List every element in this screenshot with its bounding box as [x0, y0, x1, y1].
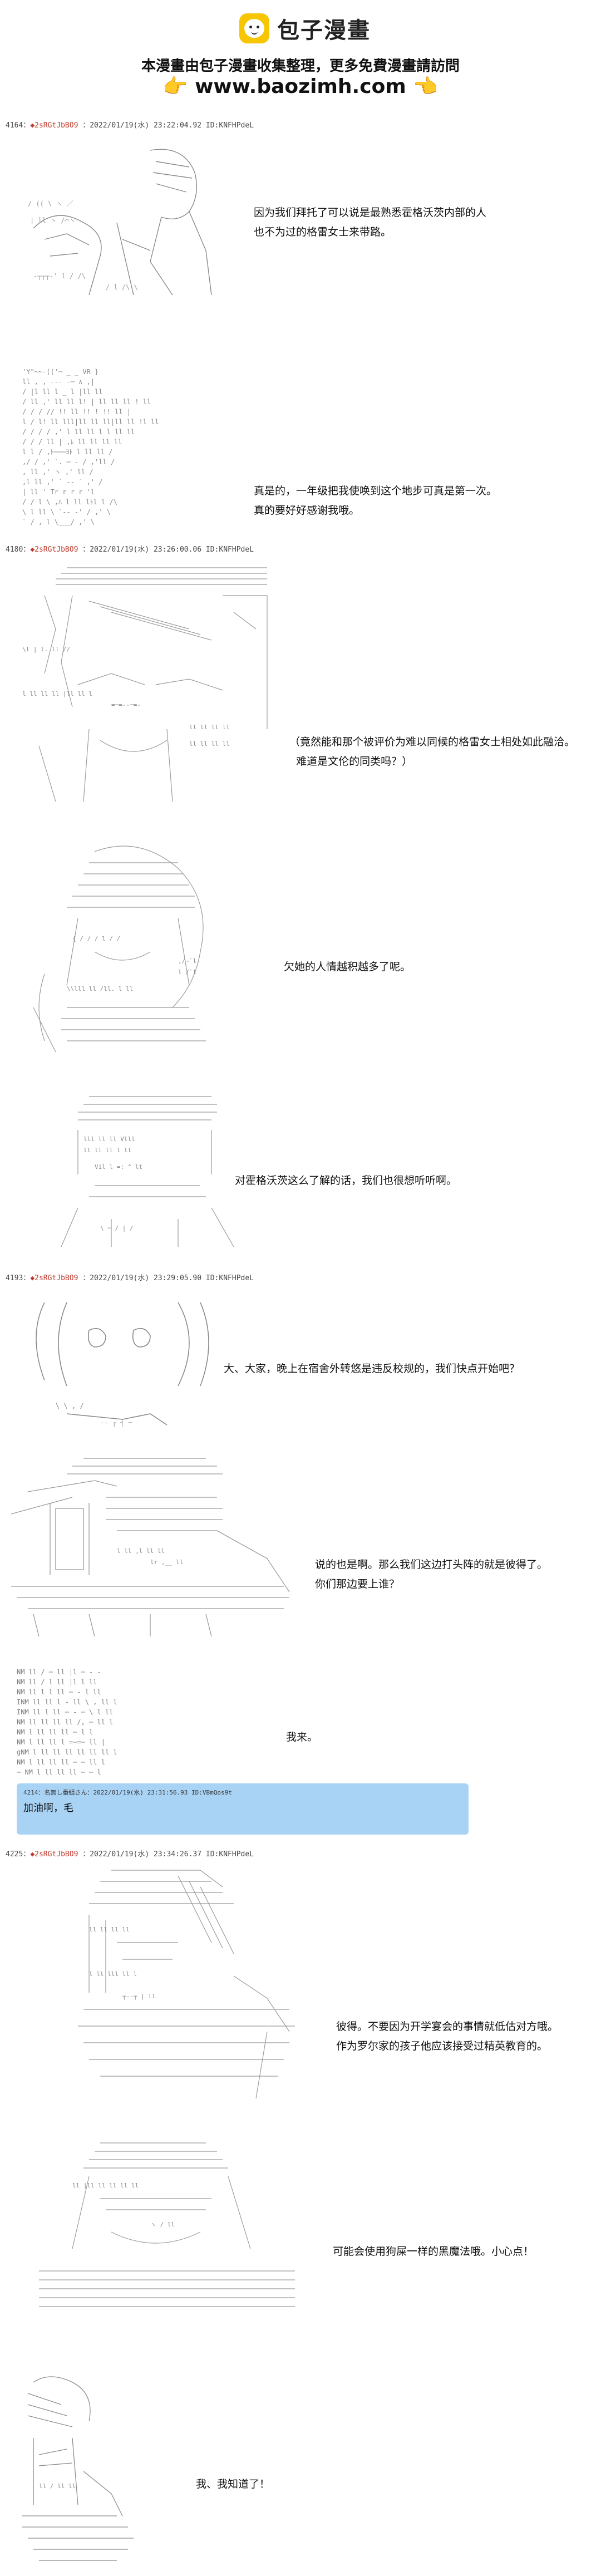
svg-text:| ll ' Tr r r r 'l: | ll ' Tr r r r 'l	[22, 488, 95, 496]
svg-text:ll , , ‐‐‐ ‐─ ∧ ,|: ll , , ‐‐‐ ‐─ ∧ ,|	[22, 378, 95, 386]
svg-text:lll ll ll Vlll: lll ll ll Vlll	[83, 1135, 135, 1143]
svg-text:NM ll / ─ ll |l ─: NM ll / ─ ll |l ─ ‐ ‐	[17, 1668, 101, 1676]
character-ascii-art: NM ll / ─ ll |l ─ ‐ ‐ NM ll / l ll |l l …	[17, 1668, 117, 1776]
svg-text:ll |ll ll ll ll ll: ll |ll ll ll ll ll	[72, 2182, 139, 2189]
svg-text:| ll ヽ /⌒ヽ: | ll ヽ /⌒ヽ	[30, 217, 76, 224]
dialog-text: 说的也是啊。那么我们这边打头阵的就是彼得了。 你们那边要上谁？	[315, 1559, 548, 1591]
svg-text:NM l ll ll ll ─ l l: NM l ll ll ll ─ l l	[17, 1728, 93, 1736]
site-name: 包子漫畫	[277, 18, 371, 43]
svg-text:ll ll ll l ll: ll ll ll l ll	[83, 1147, 131, 1154]
svg-text:/ / l \ ,ﾊ l ll lﾄl l /\: / / l \ ,ﾊ l ll lﾄl l /\	[22, 498, 117, 506]
svg-text:, ll ,' ヽ ,' ll /: , ll ,' ヽ ,' ll /	[22, 468, 93, 476]
svg-text:Vil l =: ^ lt: Vil l =: ^ lt	[95, 1163, 142, 1171]
comment-body: 加油啊，毛	[23, 1802, 73, 1814]
svg-text:\ ─ / | /: \ ─ / | /	[100, 1225, 134, 1232]
svg-text:ヽ / ll: ヽ / ll	[150, 2221, 175, 2228]
svg-text:ll ll ll ll: ll ll ll ll	[189, 724, 230, 731]
svg-text:─ NM l ll ll ll ─ ─ l: ─ NM l ll ll ll ─ ─ l	[17, 1768, 101, 1776]
character-ascii-art: l ll ,l ll ll lr ,__ ll	[11, 1458, 290, 1636]
svg-text:` / , l \___/ ,' \: ` / , l \___/ ,' \	[22, 518, 95, 526]
svg-text:/ |l ll l _ l |ll: / |l ll l _ l |ll ll	[22, 388, 103, 396]
svg-text:/ / / ll | ,ﾚ ll ll ll: / / / ll | ,ﾚ ll ll ll ll	[22, 438, 122, 446]
svg-text:/ l /\ \: / l /\ \	[106, 283, 138, 291]
post-header: 4180：◆2sRGtJbBO9 ：2022/01/19(水) 23:26:00…	[6, 545, 254, 554]
svg-text:/ ll ,' ll ll l! | ll ll ll: / ll ,' ll ll l! | ll ll ll ! ll	[22, 398, 151, 406]
svg-text:\ l ll \ `‐- ‐' / ,' \: \ l ll \ `‐- ‐' / ,' \	[22, 508, 111, 516]
svg-text:l ll ll ll |ll ll l: l ll ll ll |ll ll l	[22, 690, 92, 697]
site-url-row[interactable]: 👉 www.baozimh.com 👈	[0, 75, 601, 98]
svg-text:‐┬┬┬‐' l / /\: ‐┬┬┬‐' l / /\	[33, 272, 86, 280]
svg-text:ll / ll ll: ll / ll ll	[39, 2482, 76, 2490]
dialog-text: 大、大家，晚上在宿舍外转悠是违反校规的，我们快点开始吧？	[224, 1363, 520, 1375]
character-ascii-art: ll / ll ll	[22, 2376, 134, 2561]
dialog-text: 彼得。不要因为开学宴会的事情就低估对方哦。 作为罗尔家的孩子他应该接受过精英教育…	[336, 2021, 559, 2053]
svg-text:NM l ll ll ll ─ ─ ll l: NM l ll ll ll ─ ─ ll l	[17, 1758, 105, 1766]
post-header: 4225：◆2sRGtJbBO9 ：2022/01/19(水) 23:34:26…	[6, 1850, 254, 1859]
pointing-hand-icon: 👉	[162, 75, 188, 98]
svg-text:ll ll ll ll: ll ll ll ll	[189, 740, 230, 748]
svg-text:┬‐‐┬ | ll: ┬‐‐┬ | ll	[122, 1993, 156, 2000]
svg-text:NM ll ll ll ll /, ─ ll: NM ll ll ll ll /, ─ ll l	[17, 1718, 113, 1726]
svg-text:NM l ll ll l =─=─ ll |: NM l ll ll l =─=─ ll |	[17, 1738, 105, 1746]
site-logo[interactable]: 包子漫畫	[239, 12, 371, 45]
pointing-hand-left-icon: 👈	[413, 75, 439, 98]
character-ascii-art: \ \ , / ‐‐ ┌ ┤ ─	[36, 1302, 209, 1427]
svg-text:\ \ , /: \ \ , /	[56, 1402, 84, 1410]
character-ascii-art: { / / / l / / \\lll ll /ll. l ll ,/~`l l…	[33, 845, 206, 1053]
site-notice: 本漫畫由包子漫畫收集整理，更多免費漫畫請訪問	[141, 58, 460, 75]
svg-text:l /`l: l /`l	[178, 969, 196, 976]
svg-text:l ll lll ll l: l ll lll ll l	[89, 1970, 137, 1978]
svg-text:INM ll ll l ‐ ll \ ,: INM ll ll l ‐ ll \ , ll l	[17, 1698, 117, 1706]
reader-comment: 4214：名無し番組さん：2022/01/19(水) 23:31:56.93 I…	[17, 1783, 469, 1835]
character-ascii-art: 'Y"~~-(('─ _ _ VR } ll , , ‐‐‐ ‐─ ∧ ,| /…	[22, 368, 159, 526]
poster-name: ◆2sRGtJbBO9	[30, 1850, 78, 1859]
svg-text:,l ll ,' ` ‐‐ ´ ,' /: ,l ll ,' ` ‐‐ ´ ,' /	[22, 478, 103, 486]
svg-text:NM ll / l ll |l l: NM ll / l ll |l l ll	[17, 1678, 97, 1686]
svg-text:,/~`l: ,/~`l	[178, 957, 196, 965]
svg-text:INM ll l ll ─ ‐ ─ \ l: INM ll l ll ─ ‐ ─ \ l ll	[17, 1708, 113, 1716]
svg-text:l / l! ll lll|ll ll ll|ll ll: l / l! ll lll|ll ll ll|ll ll !l ll	[22, 418, 159, 426]
character-ascii-art: lll ll ll Vlll ll ll ll l ll Vil l =: ^ …	[61, 1096, 234, 1247]
site-header: 包子漫畫 本漫畫由包子漫畫收集整理，更多免費漫畫請訪問 👉 www.baozim…	[0, 0, 601, 106]
dialog-text: （竟然能和那个被评价为难以同候的格雷女士相处如此融洽。 难道是文伦的同类吗？）	[289, 736, 575, 768]
svg-text:/ (( \ ヽ ／: / (( \ ヽ ／	[28, 200, 73, 208]
svg-text:lr ,__ ll: lr ,__ ll	[150, 1559, 184, 1566]
dialog-text: 欠她的人情越积越多了呢。	[284, 961, 411, 973]
bun-logo-icon	[239, 13, 269, 43]
post-header: 4193：◆2sRGtJbBO9 ：2022/01/19(水) 23:29:05…	[6, 1274, 254, 1282]
poster-name: ◆2sRGtJbBO9	[30, 545, 78, 554]
character-ascii-art: / (( \ ヽ ／ | ll ヽ /⌒ヽ ‐┬┬┬‐' l / /\ / l …	[28, 149, 212, 296]
svg-text:{ / / / l / /: { / / / l / /	[72, 935, 120, 942]
svg-text:=─=‐‐─=‐: =─=‐‐─=‐	[111, 701, 141, 709]
site-url[interactable]: www.baozimh.com	[195, 75, 406, 98]
dialog-text: 因为我们拜托了可以说是最熟悉霍格沃茨内部的人 也不为过的格雷女士来带路。	[254, 207, 487, 239]
svg-text:'Y"~~-(('─ _ _ VR }: 'Y"~~-(('─ _ _ VR }	[22, 368, 98, 376]
dialog-text: 真是的，一年级把我使唤到这个地步可真是第一次。 真的要好好感谢我哦。	[254, 485, 497, 517]
dialog-text: 对霍格沃茨这么了解的话，我们也很想听听啊。	[235, 1174, 457, 1187]
svg-text:l l / ,ﾄ───ﾖﾄ l ll ll: l l / ,ﾄ───ﾖﾄ l ll ll /	[22, 448, 113, 456]
poster-name: ◆2sRGtJbBO9	[30, 1274, 78, 1282]
svg-text:NM ll l l ll ─ ‐ l: NM ll l l ll ─ ‐ l ll	[17, 1688, 101, 1696]
poster-name: ◆2sRGtJbBO9	[30, 121, 78, 130]
svg-text:ll ll ll ll: ll ll ll ll	[89, 1926, 130, 1933]
svg-text:,/ / ,' `. ─ ‐ / ,'ll /: ,/ / ,' `. ─ ‐ / ,'ll /	[22, 458, 115, 466]
svg-text:\\lll ll /ll. l ll: \\lll ll /ll. l ll	[67, 985, 133, 992]
svg-text:‐‐ ┌ ┤ ─: ‐‐ ┌ ┤ ─	[100, 1418, 133, 1427]
svg-text:/ / / // !! ll !! ! !! ll: / / / // !! ll !! ! !! ll |	[22, 408, 131, 416]
post-header: 4164：◆2sRGtJbBO9 ：2022/01/19(水) 23:22:04…	[6, 121, 254, 130]
character-ascii-art: ll |ll ll ll ll ll ヽ / ll	[39, 2142, 295, 2307]
character-ascii-art: ll ll ll ll l ll lll ll l ┬‐‐┬ | ll	[78, 1870, 295, 2099]
svg-text:l ll ,l ll ll: l ll ,l ll ll	[117, 1547, 165, 1555]
dialog-text: 我来。	[286, 1731, 318, 1743]
dialog-text: 可能会使用狗屎一样的黑魔法哦。小心点！	[333, 2245, 534, 2258]
svg-text:/ / / / ,' l ll ll l l ll: / / / / ,' l ll ll l l ll ll	[22, 428, 135, 436]
svg-text:\l | l. ll //: \l | l. ll //	[22, 646, 70, 653]
svg-text:gNM l ll ll ll ll ll ll: gNM l ll ll ll ll ll ll l	[17, 1748, 117, 1756]
character-ascii-art: \l | l. ll // l ll ll ll |ll ll l =─=‐‐─…	[22, 567, 268, 802]
dialog-text: 我、我知道了！	[196, 2478, 270, 2490]
comment-header: 4214：名無し番組さん：2022/01/19(水) 23:31:56.93 I…	[23, 1789, 232, 1796]
